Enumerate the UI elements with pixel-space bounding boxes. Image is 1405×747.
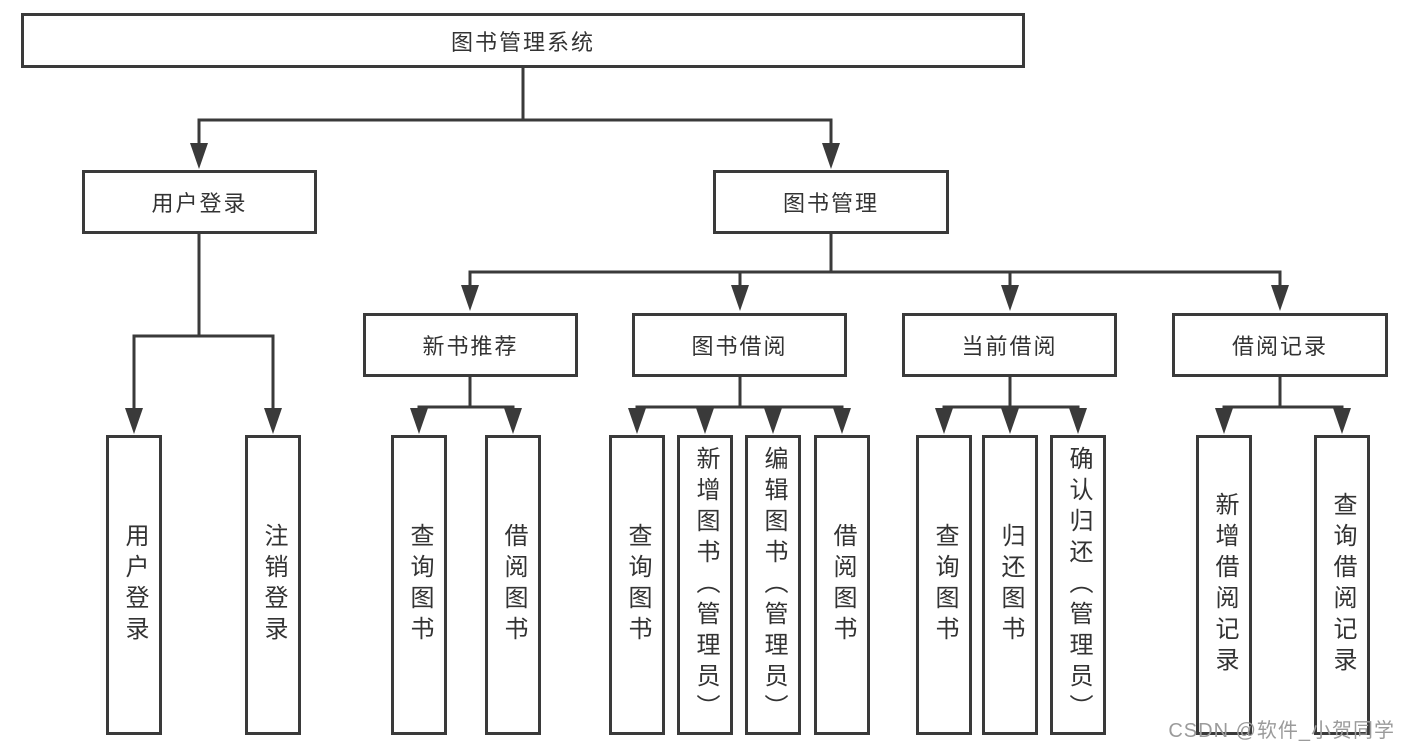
leaf-edit-books-admin: 编辑图书（管理员） xyxy=(745,435,801,735)
node-label: 编辑图书（管理员） xyxy=(760,445,787,725)
node-label: 查询图书 xyxy=(624,523,651,647)
node-current-borrowing: 当前借阅 xyxy=(902,313,1117,377)
leaf-return-books: 归还图书 xyxy=(982,435,1038,735)
node-label: 新增借阅记录 xyxy=(1211,492,1238,678)
node-book-borrowing: 图书借阅 xyxy=(632,313,847,377)
node-label: 借阅图书 xyxy=(500,523,527,647)
leaf-query-books-recommend: 查询图书 xyxy=(391,435,447,735)
node-label: 借阅记录 xyxy=(1231,334,1328,359)
leaf-query-books-current: 查询图书 xyxy=(916,435,972,735)
leaf-logout: 注销登录 xyxy=(245,435,301,735)
node-borrowing-records: 借阅记录 xyxy=(1172,313,1388,377)
leaf-add-books-admin: 新增图书（管理员） xyxy=(677,435,733,735)
node-label: 图书管理 xyxy=(782,191,879,216)
node-label: 查询借阅记录 xyxy=(1329,492,1356,678)
arrowheads xyxy=(125,143,1351,434)
leaf-borrow-books-borrowing: 借阅图书 xyxy=(814,435,870,735)
leaf-confirm-return-admin: 确认归还（管理员） xyxy=(1050,435,1106,735)
node-label: 新书推荐 xyxy=(422,334,519,359)
node-label: 图书借阅 xyxy=(691,334,788,359)
node-new-book-recommendation: 新书推荐 xyxy=(363,313,578,377)
leaf-borrow-books-recommend: 借阅图书 xyxy=(485,435,541,735)
node-book-management: 图书管理 xyxy=(713,170,949,234)
node-library-management-system: 图书管理系统 xyxy=(21,13,1025,68)
node-label: 借阅图书 xyxy=(829,523,856,647)
node-label: 查询图书 xyxy=(406,523,433,647)
node-label: 当前借阅 xyxy=(961,334,1058,359)
node-label: 用户登录 xyxy=(121,523,148,647)
leaf-user-login: 用户登录 xyxy=(106,435,162,735)
node-label: 用户登录 xyxy=(151,191,248,216)
leaf-query-borrow-record: 查询借阅记录 xyxy=(1314,435,1370,735)
node-label: 归还图书 xyxy=(997,523,1024,647)
node-label: 图书管理系统 xyxy=(450,29,595,55)
leaf-query-books-borrowing: 查询图书 xyxy=(609,435,665,735)
node-user-login: 用户登录 xyxy=(82,170,317,234)
node-label: 查询图书 xyxy=(931,523,958,647)
node-label: 确认归还（管理员） xyxy=(1065,445,1092,725)
node-label: 注销登录 xyxy=(260,523,287,647)
node-label: 新增图书（管理员） xyxy=(692,445,719,725)
leaf-add-borrow-record: 新增借阅记录 xyxy=(1196,435,1252,735)
watermark: CSDN @软件_小贺同学 xyxy=(1168,720,1395,742)
